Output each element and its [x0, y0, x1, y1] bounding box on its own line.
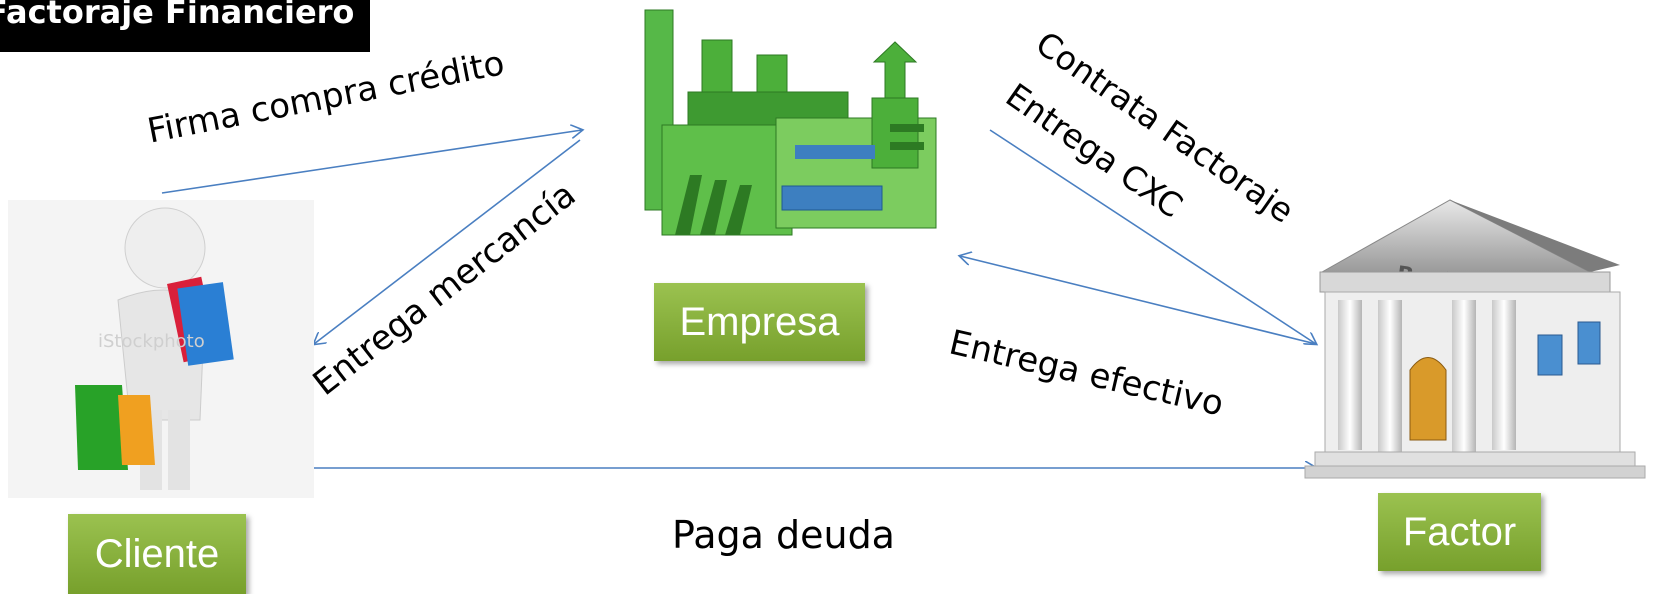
factory-illustration [644, 9, 937, 236]
slide-title-text: Factoraje Financiero [0, 0, 355, 31]
bank-illustration: Bank [1304, 199, 1646, 479]
slide-title: Factoraje Financiero [0, 0, 370, 52]
node-factor: Factor [1378, 493, 1541, 571]
arrow-entrega-mercancia [314, 139, 581, 344]
node-empresa: Empresa [654, 283, 865, 361]
node-cliente: Cliente [68, 514, 246, 594]
arrow-firma-credito [161, 130, 582, 194]
label-paga-deuda: Paga deuda [672, 513, 895, 557]
client-shopper-illustration: iStockphoto [8, 200, 314, 498]
arrow-contrata-factoraje [989, 129, 1316, 344]
arrow-entrega-efectivo [960, 256, 1317, 345]
watermark-text: iStockphoto [98, 331, 205, 352]
